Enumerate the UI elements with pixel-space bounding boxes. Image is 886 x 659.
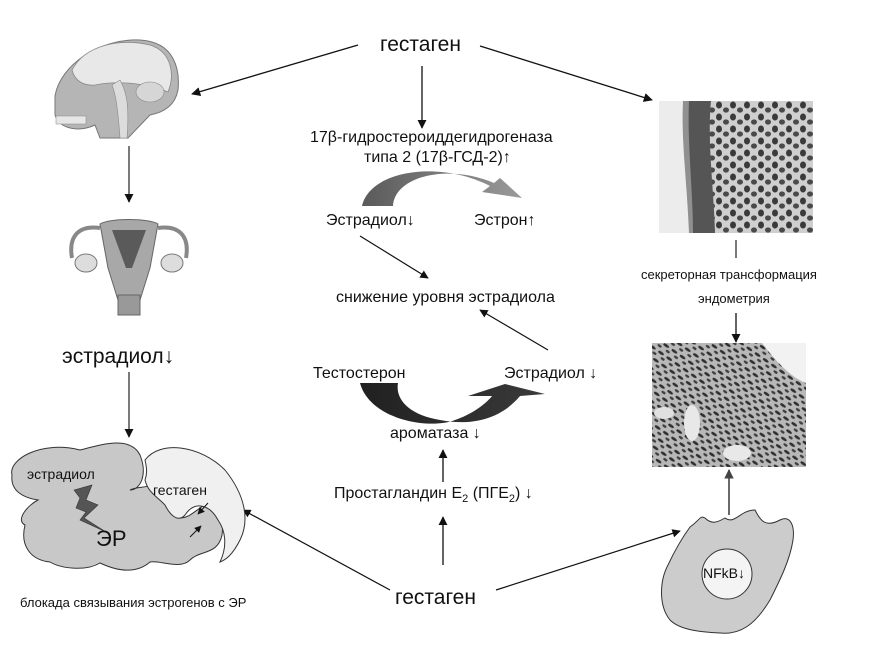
brain-illustration xyxy=(54,39,179,139)
nfkb-label: NFkB↓ xyxy=(703,565,745,581)
left-estradiol-label: эстрадиол↓ xyxy=(62,345,175,368)
estrogen-receptor-shape xyxy=(11,442,224,571)
prostaglandin-prefix: Простагландин E xyxy=(334,485,463,502)
receptor-caption: блокада связывания эстрогенов с ЭР xyxy=(20,595,247,610)
enzyme-label-line2: типа 2 (17β-ГСД-2)↑ xyxy=(364,149,511,166)
receptor-er-label: ЭР xyxy=(96,526,127,551)
testosterone-label: Тестостерон xyxy=(313,365,406,382)
histology-image-2 xyxy=(652,343,806,467)
cell-nucleus xyxy=(701,548,753,600)
estrone-up-label: Эстрон↑ xyxy=(474,212,536,229)
aromatase-label: ароматаза ↓ xyxy=(390,425,481,442)
conversion-arrow-estradiol-estrone xyxy=(362,171,522,206)
secretory-label-line1: секреторная трансформация xyxy=(641,267,817,282)
prostaglandin-sub2: 2 xyxy=(508,493,515,506)
prostaglandin-sub: 2 xyxy=(462,493,469,506)
receptor-estradiol-label: эстрадиол xyxy=(27,466,95,482)
estradiol-down-label-2: Эстрадиол ↓ xyxy=(504,365,598,382)
secretory-label-line2: эндометрия xyxy=(698,291,770,306)
binding-arrow-2 xyxy=(189,525,202,538)
estradiol-down-label: Эстрадиол↓ xyxy=(326,212,415,229)
enzyme-label-line1: 17β-гидростероиддегидрогеназа xyxy=(310,129,553,146)
top-gestagen-label: гестаген xyxy=(380,33,461,56)
conversion-arrow-testosterone-estradiol xyxy=(360,383,545,424)
binding-arrow-1 xyxy=(197,502,209,515)
lightning-icon xyxy=(73,484,107,533)
arrow-gestagen-to-endometrium xyxy=(479,45,653,102)
receptor-gestagen-label: гестаген xyxy=(153,482,207,498)
gestagen-molecule-shape xyxy=(144,447,246,563)
arrow-gestagen-to-receptor xyxy=(242,509,391,591)
prostaglandin-suffix: ) ↓ xyxy=(514,485,533,502)
prostaglandin-label: Простагландин E2 (ПГЕ2) ↓ xyxy=(334,486,533,505)
uterus-illustration xyxy=(69,219,189,316)
arrow-gestagen-to-brain xyxy=(191,44,359,97)
histology-image-1 xyxy=(659,101,813,233)
prostaglandin-mid: (ПГЕ xyxy=(468,485,509,502)
arrow-gestagen-to-cell xyxy=(495,529,681,591)
bottom-gestagen-label: гестаген xyxy=(395,586,476,609)
arrow-estradiol-to-reduction xyxy=(359,235,429,279)
arrow-estradiol2-to-reduction xyxy=(479,309,549,351)
estradiol-reduction-label: снижение уровня эстрадиола xyxy=(336,289,555,306)
